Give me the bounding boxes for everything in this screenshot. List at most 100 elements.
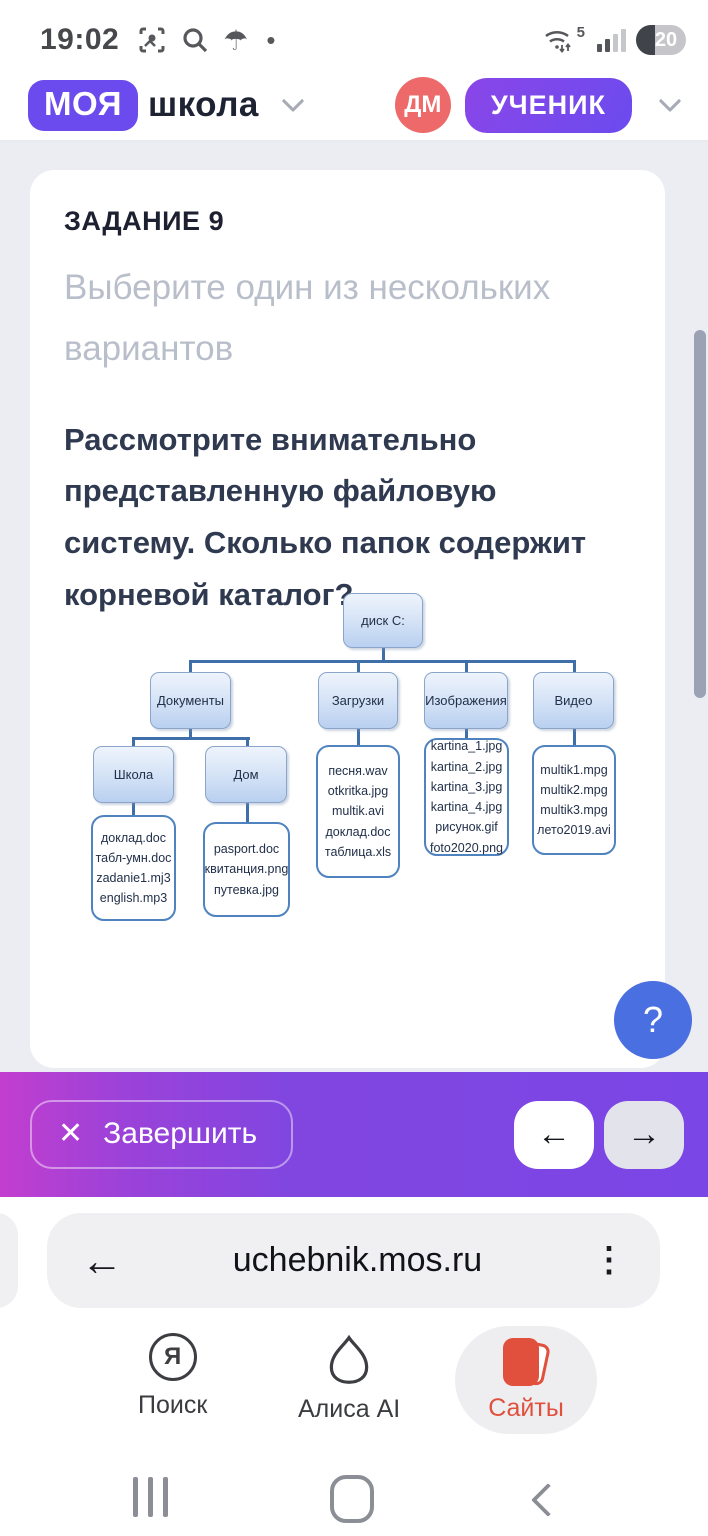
file-name: путевка.jpg (213, 882, 280, 897)
diagram-connector (189, 663, 192, 672)
help-button[interactable]: ? (614, 981, 692, 1059)
adjacent-tab-stub[interactable] (0, 1213, 18, 1308)
diagram-connector (465, 729, 468, 738)
previous-task-button[interactable]: ← (514, 1100, 594, 1169)
file-name: табл-умн.doc (95, 850, 172, 865)
file-name: multik3.mpg (540, 803, 608, 817)
file-name: multik.avi (331, 804, 385, 819)
chevron-down-icon[interactable] (281, 89, 305, 113)
file-name: kartina_1.jpg (430, 739, 503, 754)
browser-back-button[interactable]: ← (81, 1236, 123, 1284)
file-name: pasport.doc (213, 842, 280, 857)
diagram-connector (357, 663, 360, 672)
diagram-connector (246, 803, 249, 822)
tab-alice-ai[interactable]: Алиса AI (298, 1333, 400, 1424)
yandex-logo-icon: Я (148, 1333, 197, 1381)
file-name: песня.wav (328, 763, 388, 778)
tab-sites-label: Сайты (488, 1393, 564, 1422)
tab-sites[interactable]: Сайты (455, 1326, 597, 1434)
diagram-connector (246, 740, 249, 746)
battery-percent: 20 (654, 28, 678, 51)
diagram-connector (465, 663, 468, 672)
diagram-node-dom: Дом (205, 746, 287, 803)
file-name: лето2019.avi (537, 823, 611, 838)
file-name: english.mp3 (99, 891, 168, 906)
tab-search-label: Поиск (138, 1391, 208, 1419)
diagram-connector (382, 648, 385, 660)
logo-secondary: школа (147, 85, 259, 124)
file-system-diagram: диск С: Документы Загрузки Изображения Видео… (85, 585, 650, 935)
next-task-button[interactable]: → (604, 1100, 684, 1169)
task-type-subtitle: Выберите один из нескольких вариантов (64, 268, 551, 369)
diagram-connector (357, 729, 360, 745)
app-header: МОЯ школа ДМ УЧЕНИК (0, 70, 708, 142)
diagram-connector (189, 660, 576, 663)
umbrella-icon: ☂ (223, 24, 249, 56)
logo-primary: МОЯ (28, 79, 138, 131)
finish-button[interactable]: ✕ Завершить (30, 1100, 294, 1169)
diagram-node-shkola: Школа (93, 746, 174, 803)
file-name: zadanie1.mj3 (96, 871, 171, 885)
file-name: таблица.xls (324, 844, 392, 859)
search-icon (181, 26, 209, 54)
file-name: kartina_4.jpg (430, 800, 503, 814)
arrow-right-icon: → (627, 1115, 661, 1153)
diagram-connector (132, 803, 135, 815)
recents-button[interactable] (133, 1477, 168, 1517)
diagram-connector (189, 729, 192, 737)
diagram-node-izobrazheniya: Изображения (424, 672, 508, 729)
avatar[interactable]: ДМ (394, 77, 451, 133)
scrollbar[interactable] (694, 330, 706, 698)
android-nav-bar (0, 1447, 708, 1536)
screenshot-icon (137, 25, 167, 55)
diagram-connector (132, 737, 250, 740)
quiz-action-bar: ✕ Завершить ← → (0, 1072, 708, 1197)
file-name: доклад.doc (325, 824, 391, 839)
diagram-node-dom-files: pasport.doc квитанция.png путевка.jpg (203, 822, 290, 917)
role-button[interactable]: УЧЕНИК (464, 77, 632, 133)
alice-icon (326, 1333, 372, 1385)
file-name: kartina_2.jpg (430, 759, 503, 774)
file-name: рисунок.gif (435, 820, 498, 835)
sites-cards-icon (501, 1337, 552, 1388)
close-icon: ✕ (58, 1117, 84, 1150)
app-logo[interactable]: МОЯ школа (28, 79, 305, 131)
diagram-connector (573, 663, 576, 672)
chevron-left-icon (531, 1483, 565, 1517)
diagram-node-zagruzki: Загрузки (318, 672, 398, 729)
diagram-node-zagruzki-files: песня.wav otkritka.jpg multik.avi доклад.do… (316, 745, 400, 878)
task-number-title: ЗАДАНИЕ 9 (64, 206, 225, 236)
diagram-connector (132, 740, 135, 746)
file-name: otkritka.jpg (327, 784, 389, 799)
url-text[interactable]: uchebnik.mos.ru (232, 1241, 483, 1279)
wifi-icon: 5 (542, 24, 585, 54)
task-card: ЗАДАНИЕ 9 Выберите один из нескольких ва… (30, 170, 665, 1068)
tab-search[interactable]: Я Поиск (138, 1333, 207, 1420)
clock: 19:02 (40, 23, 120, 56)
file-name: квитанция.png (204, 862, 289, 877)
diagram-node-video: Видео (533, 672, 614, 729)
status-bar: 19:02 ☂ • 5 (0, 0, 708, 70)
finish-label: Завершить (103, 1116, 258, 1150)
address-bar[interactable]: ← uchebnik.mos.ru ⋮ (47, 1213, 660, 1308)
file-name: foto2020.png (430, 840, 503, 855)
yandex-bottom-bar: Я Поиск Алиса AI Сайты (0, 1326, 708, 1447)
chevron-down-icon[interactable] (658, 89, 682, 113)
home-button[interactable] (330, 1475, 374, 1523)
diagram-connector (573, 729, 576, 745)
battery-indicator: 20 (636, 25, 686, 55)
diagram-node-dokumenty: Документы (150, 672, 231, 729)
browser-toolbar: ← uchebnik.mos.ru ⋮ (0, 1197, 708, 1327)
signal-strength-icon (597, 28, 626, 52)
battery-fill (636, 25, 655, 55)
wifi-generation-badge: 5 (576, 24, 585, 41)
arrow-left-icon: ← (537, 1115, 571, 1153)
browser-menu-button[interactable]: ⋮ (592, 1241, 626, 1280)
diagram-node-disk: диск С: (343, 593, 423, 648)
file-name: kartina_3.jpg (430, 779, 503, 794)
back-button[interactable] (530, 1477, 565, 1517)
